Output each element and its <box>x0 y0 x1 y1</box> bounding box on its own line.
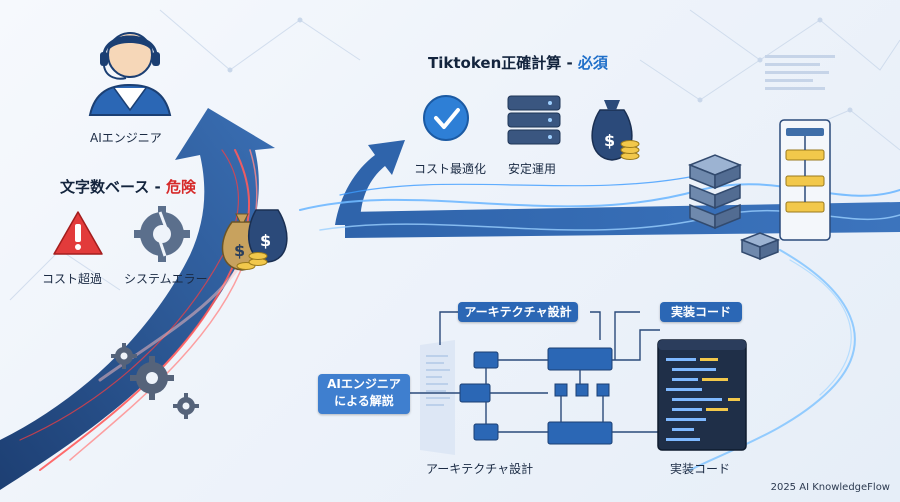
cost-overrun-label: コスト超過 <box>42 272 103 286</box>
stable-operation-label: 安定運用 <box>508 162 557 176</box>
flowchart-panel-icon <box>779 119 831 241</box>
broken-gear-icon <box>134 206 190 262</box>
cost-optimization-label: コスト最適化 <box>414 162 487 176</box>
code-box: 実装コード <box>660 302 742 322</box>
architecture-box: アーキテクチャ設計 <box>458 302 578 322</box>
char-based-title-text: 文字数ベース <box>60 178 150 196</box>
server-icon <box>507 95 561 145</box>
tiktoken-title-sep: - <box>561 54 578 72</box>
gears-icon <box>111 343 199 419</box>
explain-line-2: による解説 <box>334 394 394 408</box>
required-tag: 必須 <box>577 54 608 72</box>
code-caption: 実装コード <box>670 462 731 476</box>
explain-box: AIエンジニア による解説 <box>318 374 410 414</box>
tiktoken-title-text: Tiktoken正確計算 <box>428 54 562 72</box>
engineer-label: AIエンジニア <box>90 131 162 145</box>
architecture-caption: アーキテクチャ設計 <box>426 462 534 476</box>
curved-arrow <box>335 140 405 225</box>
stack-blocks-icon <box>687 154 781 261</box>
money-bag-red-icon: $ $ <box>221 209 288 271</box>
architecture-diagram <box>410 311 660 455</box>
data-grid <box>765 55 835 90</box>
system-error-label: システムエラー <box>124 272 208 286</box>
main-arrow <box>0 108 275 490</box>
danger-tag: 危険 <box>165 178 196 196</box>
code-panel-icon <box>657 339 747 451</box>
money-bag-good-icon: $ <box>591 100 640 161</box>
svg-text:$: $ <box>234 241 245 260</box>
char-based-title: 文字数ベース - 危険 <box>60 176 196 197</box>
char-based-title-sep: - <box>149 178 166 196</box>
svg-text:$: $ <box>260 231 271 250</box>
footer-credit: 2025 AI KnowledgeFlow <box>770 482 890 493</box>
svg-text:$: $ <box>604 131 615 150</box>
check-icon <box>423 95 469 141</box>
tiktoken-title: Tiktoken正確計算 - 必須 <box>428 52 608 73</box>
warning-icon <box>53 211 103 255</box>
engineer-icon <box>88 32 172 116</box>
explain-line-1: AIエンジニア <box>327 377 401 391</box>
